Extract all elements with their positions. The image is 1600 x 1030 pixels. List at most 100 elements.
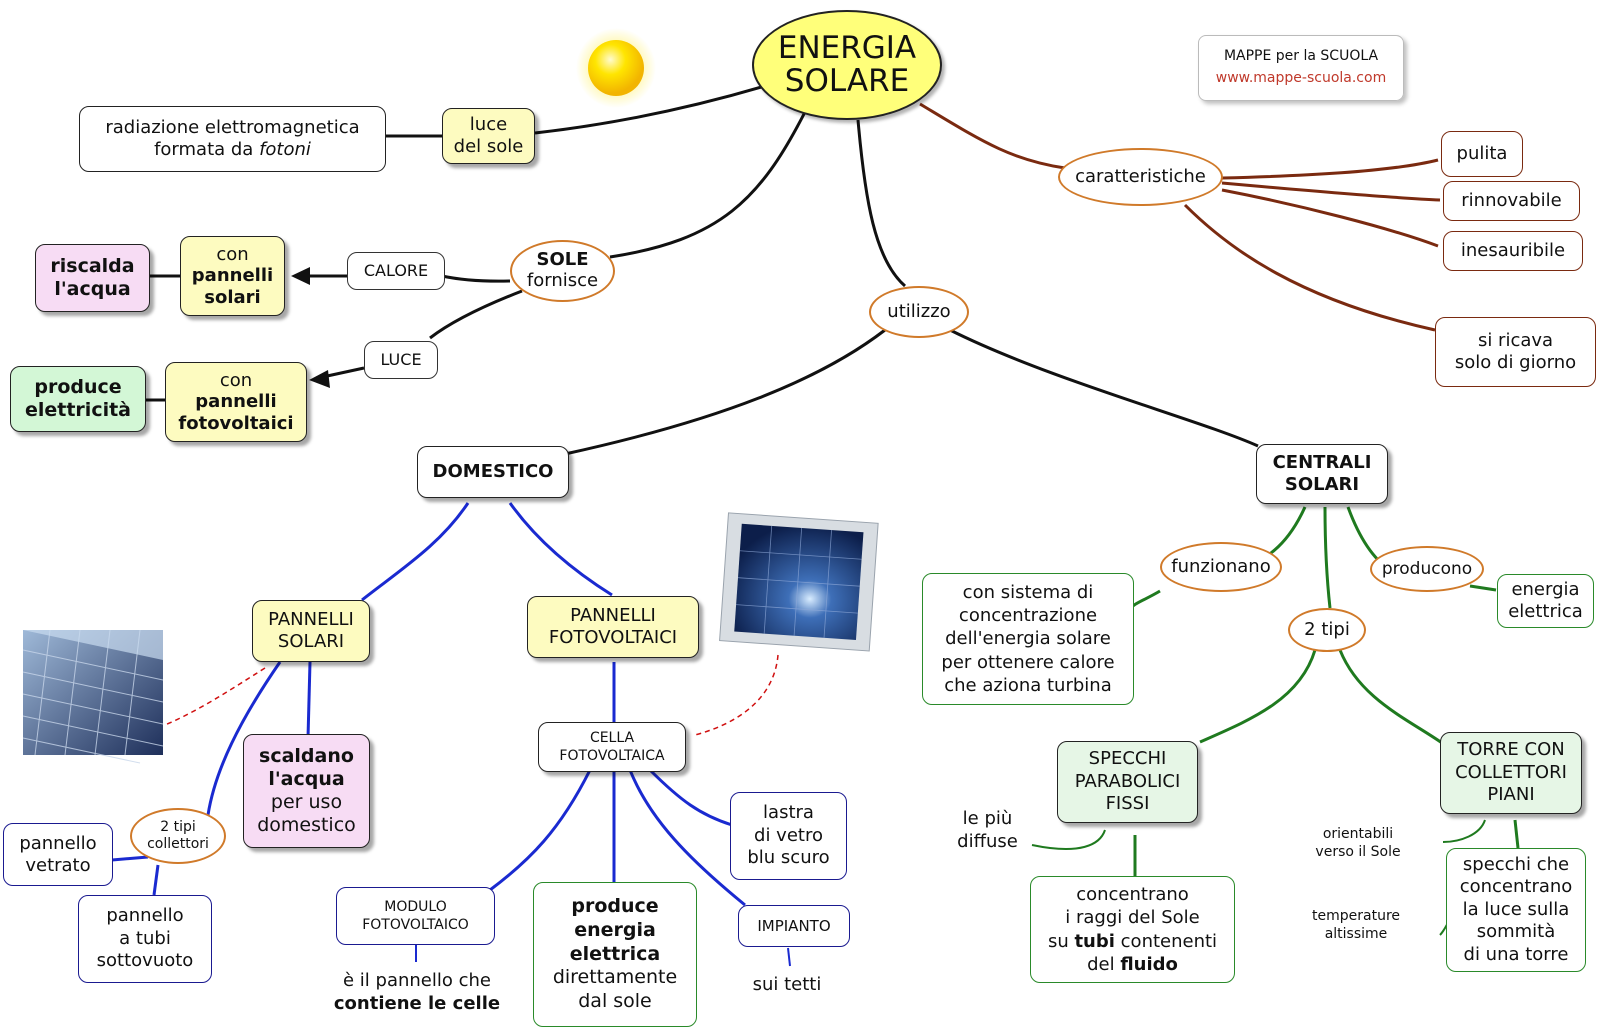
cps-line3: solari (204, 286, 261, 308)
rinnovabile-label: rinnovabile (1461, 190, 1562, 212)
pannelli-fotovoltaici-node: PANNELLI FOTOVOLTAICI (527, 596, 699, 658)
pv-line2: vetrato (25, 854, 91, 876)
spf-line3: FISSI (1105, 793, 1150, 815)
specchi-torre-node: specchi che concentrano la luce sulla so… (1446, 848, 1586, 972)
orientabili-text: orientabili verso il Sole (1303, 826, 1413, 861)
st-line4: sommità (1476, 921, 1556, 943)
temperature-text: temperature altissime (1301, 908, 1411, 943)
con-pannelli-solari-node: con pannelli solari (180, 236, 285, 316)
pen-line4: direttamente (552, 966, 678, 989)
piu-diffuse-text: le più diffuse (945, 808, 1030, 853)
conc-line3c: contenenti (1114, 930, 1218, 952)
centrali-line1: CENTRALI (1272, 452, 1372, 474)
cpf-line3: fotovoltaici (178, 412, 294, 434)
funzionano-node: funzionano (1160, 542, 1282, 592)
energia-elettrica-node: energia elettrica (1497, 574, 1594, 628)
scaldano-line2: l'acqua (268, 768, 345, 791)
main-topic-energia-solare: ENERGIA SOLARE (752, 10, 942, 120)
torre-collettori-node: TORRE CON COLLETTORI PIANI (1440, 732, 1582, 814)
cpf-line1: con (219, 369, 253, 391)
brand-box: MAPPE per la SCUOLA www.mappe-scuola.com (1198, 35, 1404, 101)
modulo-desc-line2: contiene le celle (333, 992, 501, 1014)
arrow-icon (291, 267, 310, 285)
dtc-line2: collettori (147, 836, 209, 852)
funzionano-label: funzionano (1171, 556, 1271, 578)
pf-line1: PANNELLI (570, 605, 656, 627)
impianto-node: IMPIANTO (738, 905, 850, 947)
centrali-links (1031, 506, 1520, 936)
luce-text: LUCE (380, 350, 422, 370)
sui-tetti-label: sui tetti (752, 974, 822, 995)
diffuse-line2: diffuse (957, 830, 1018, 852)
utilizzo-node: utilizzo (869, 286, 969, 338)
scaldano-line4: domestico (257, 813, 356, 836)
cps-line1: con (216, 243, 249, 265)
conc-line4a: del (1087, 953, 1121, 975)
conc-line1: concentrano (1076, 883, 1189, 905)
center-line2: SOLARE (784, 63, 910, 99)
caratteristiche-node: caratteristiche (1058, 148, 1223, 206)
dtc-line1: 2 tipi (160, 819, 196, 836)
modulo-line1: MODULO (384, 898, 447, 915)
orient-line2: verso il Sole (1315, 843, 1401, 860)
pen-line2: energia (574, 918, 656, 941)
modulo-desc-line1: è il pannello che (343, 970, 491, 991)
ee-line1: energia (1511, 579, 1580, 601)
sui-tetti-text: sui tetti (737, 974, 837, 997)
sole-label: SOLE (536, 249, 589, 271)
con-pannelli-fotovoltaici-node: con pannelli fotovoltaici (165, 362, 307, 442)
brand-url[interactable]: www.mappe-scuola.com (1215, 70, 1387, 86)
ps-line1: PANNELLI (268, 609, 354, 631)
solo-di-giorno-node: si ricava solo di giorno (1435, 317, 1596, 387)
lastra-vetro-node: lastra di vetro blu scuro (730, 792, 847, 880)
producono-node: producono (1370, 546, 1484, 592)
pulita-label: pulita (1456, 143, 1508, 165)
lastra-line2: di vetro (754, 824, 823, 846)
arrow-icon (309, 370, 330, 388)
sistema-line2: concentrazione (958, 604, 1098, 626)
cella-fotovoltaica-node: CELLA FOTOVOLTAICA (538, 722, 686, 772)
cpf-line2: pannelli (195, 391, 277, 413)
brand-name: MAPPE per la SCUOLA (1223, 48, 1379, 65)
riscalda-acqua-node: riscalda l'acqua (35, 244, 150, 312)
pe-line1: produce (34, 376, 122, 399)
st-line2: concentrano (1459, 876, 1573, 898)
scaldano-acqua-node: scaldano l'acqua per uso domestico (243, 734, 370, 848)
domestico-links (111, 502, 791, 967)
modulo-line2: FOTOVOLTAICO (362, 917, 469, 933)
pe-line2: elettricità (24, 399, 131, 421)
fornisce-label: fornisce (526, 270, 599, 291)
torre-line2: COLLETTORI (1455, 761, 1567, 783)
modulo-fotovoltaico-node: MODULO FOTOVOLTAICO (336, 887, 495, 945)
solar-cell-image (719, 512, 879, 652)
solar-roof-image (22, 629, 164, 764)
pen-line5: dal sole (578, 990, 652, 1013)
domestico-node: DOMESTICO (417, 446, 569, 498)
lastra-line3: blu scuro (747, 847, 830, 869)
pannelli-solari-node: PANNELLI SOLARI (252, 600, 370, 662)
temp-line2: altissime (1324, 925, 1388, 942)
caratteristica-rinnovabile: rinnovabile (1443, 181, 1580, 221)
caratteristiche-label: caratteristiche (1075, 166, 1206, 188)
radiazione-line1: radiazione elettromagnetica (105, 117, 360, 139)
conc-line3a: su (1047, 930, 1075, 952)
calore-link-label: CALORE (347, 252, 445, 290)
pt-line2: a tubi (119, 927, 171, 949)
caratteristica-inesauribile: inesauribile (1443, 231, 1583, 271)
due-tipi-collettori-node: 2 tipi collettori (130, 808, 226, 864)
pf-line2: FOTOVOLTAICI (548, 627, 678, 648)
riscalda-line1: riscalda (50, 255, 135, 278)
giorno-line1: si ricava (1477, 330, 1554, 352)
cella-line1: CELLA (589, 729, 635, 746)
st-line1: specchi che (1462, 853, 1570, 875)
temp-line1: temperature (1312, 908, 1400, 924)
scaldano-line3: per uso (270, 791, 343, 813)
center-line1: ENERGIA (777, 30, 917, 67)
sole-fornisce-node: SOLE fornisce (510, 240, 615, 302)
radiazione-line2-text: formata da (154, 139, 260, 160)
torre-line1: TORRE CON (1457, 739, 1565, 761)
producono-label: producono (1381, 558, 1473, 579)
luce-sole-line2: del sole (453, 136, 524, 157)
centrali-line2: SOLARI (1284, 474, 1360, 495)
produce-energia-node: produce energia elettrica direttamente d… (533, 882, 697, 1027)
